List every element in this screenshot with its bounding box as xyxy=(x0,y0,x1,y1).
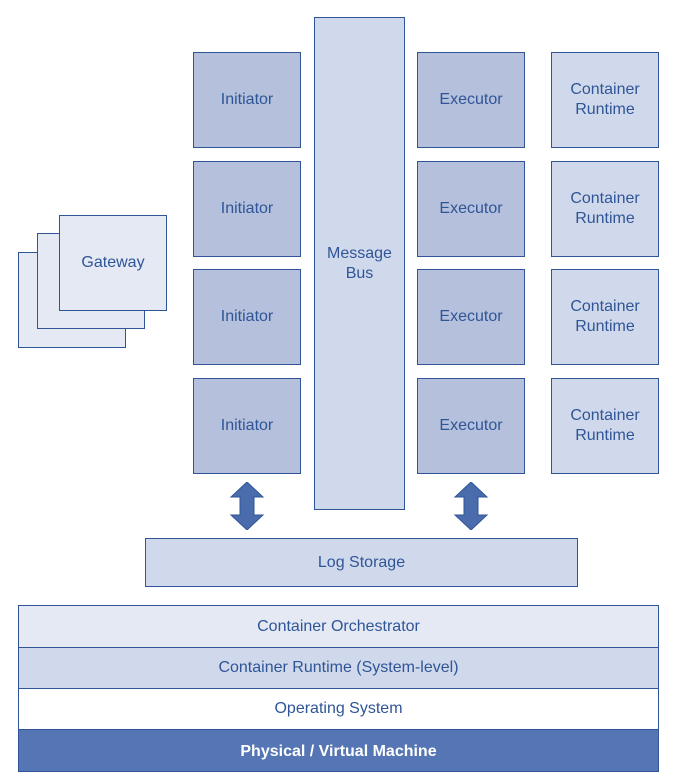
log-storage-label: Log Storage xyxy=(317,553,406,571)
orchestrator-label: Container Orchestrator xyxy=(257,617,420,635)
initiator-box-2: Initiator xyxy=(193,161,301,257)
executor-label: Executor xyxy=(439,91,503,108)
container-runtime-box-2: Container Runtime xyxy=(551,161,659,257)
message-bus-box: Message Bus xyxy=(314,17,405,510)
container-runtime-label: Container Runtime xyxy=(570,81,640,118)
gateway-box: Gateway xyxy=(59,215,167,311)
executor-label: Executor xyxy=(439,200,503,217)
executor-box-4: Executor xyxy=(417,378,525,474)
double-arrow-right-icon xyxy=(453,482,489,530)
message-bus-label: Message Bus xyxy=(327,245,392,282)
container-runtime-box-4: Container Runtime xyxy=(551,378,659,474)
executor-label: Executor xyxy=(439,308,503,325)
initiator-box-3: Initiator xyxy=(193,269,301,365)
initiator-box-4: Initiator xyxy=(193,378,301,474)
system-runtime-label: Container Runtime (System-level) xyxy=(218,659,459,676)
container-runtime-label: Container Runtime xyxy=(570,190,640,227)
system-runtime-layer: Container Runtime (System-level) xyxy=(19,648,658,689)
double-arrow-left-icon xyxy=(229,482,265,530)
operating-system-layer: Operating System xyxy=(19,689,658,730)
container-runtime-label: Container Runtime xyxy=(570,407,640,444)
initiator-label: Initiator xyxy=(220,308,274,325)
gateway-label: Gateway xyxy=(81,254,145,271)
machine-label: Physical / Virtual Machine xyxy=(240,742,437,760)
initiator-label: Initiator xyxy=(220,91,274,108)
operating-system-label: Operating System xyxy=(274,700,403,717)
container-runtime-label: Container Runtime xyxy=(570,298,640,335)
executor-box-3: Executor xyxy=(417,269,525,365)
executor-box-2: Executor xyxy=(417,161,525,257)
machine-layer: Physical / Virtual Machine xyxy=(19,730,658,771)
executor-label: Executor xyxy=(439,417,503,434)
initiator-box-1: Initiator xyxy=(193,52,301,148)
log-storage-box: Log Storage xyxy=(145,538,578,587)
container-runtime-box-1: Container Runtime xyxy=(551,52,659,148)
initiator-label: Initiator xyxy=(220,417,274,434)
container-runtime-box-3: Container Runtime xyxy=(551,269,659,365)
executor-box-1: Executor xyxy=(417,52,525,148)
initiator-label: Initiator xyxy=(220,200,274,217)
platform-stack: Container Orchestrator Container Runtime… xyxy=(18,605,659,772)
orchestrator-layer: Container Orchestrator xyxy=(19,606,658,648)
